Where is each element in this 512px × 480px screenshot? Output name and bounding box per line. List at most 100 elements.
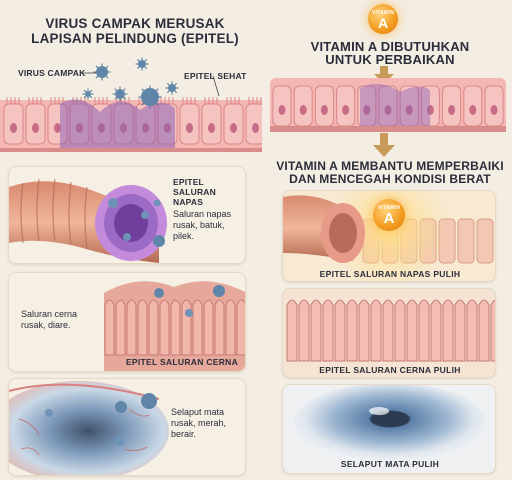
cell-nucleus [363,105,371,115]
right-title-1-line-1: VITAMIN A DIBUTUHKAN [310,39,470,54]
badge-panel-small-text: VITAMIN [377,205,401,211]
intestinal-villus [203,299,214,356]
panel-airway-damaged: EPITEL SALURAN NAPAS Saluran napas rusak… [8,166,246,264]
virus-spike [89,95,93,99]
virus-spike [123,88,126,91]
virus-spike [156,103,159,106]
recovered-airway [283,191,494,281]
virus-spike [114,97,117,100]
cell-nucleus [405,105,413,115]
intestinal-villus [137,299,148,356]
cell-nucleus [278,105,286,115]
cell-nucleus [208,123,215,133]
virus-spike [156,88,159,91]
virus-spike [144,66,147,69]
intestinal-villus [394,299,406,362]
intestinal-villus [192,299,203,356]
intestinal-villus [418,299,430,362]
virus-particle [115,89,125,99]
right-title-1-line-2: UNTUK PERBAIKAN [325,52,455,67]
intestinal-villus [104,299,115,356]
cell-nucleus [230,123,237,133]
intestinal-villus [346,299,358,362]
intestinal-villus [214,299,225,356]
intestinal-villus [170,299,181,356]
cell-nucleus [384,105,392,115]
eye-caption-line-3: berair. [171,429,197,439]
intestinal-villus [181,299,192,356]
airway-caption: Saluran napas rusak, batuk, pilek. [173,209,231,242]
gut-caption: Saluran cerna rusak, diare. [21,309,77,331]
virus-spike [174,90,177,93]
cell-nucleus [448,105,456,115]
intestinal-villus [430,299,442,362]
virus-particle [138,60,146,68]
intestinal-villus [442,299,454,362]
left-title-line-2: LAPISAN PELINDUNG (EPITEL) [31,31,239,46]
intestinal-villus [310,299,322,362]
cell-nucleus [426,105,434,115]
virus-spike [141,103,144,106]
recovered-gut-villi [286,299,495,362]
virus-particle [96,66,108,78]
cell-nucleus [54,123,61,133]
virus-particle [141,88,159,106]
intestinal-villus [466,299,478,362]
left-title: VIRUS CAMPAK MERUSAK LAPISAN PELINDUNG (… [10,16,260,46]
panel-gut-damaged: Saluran cerna rusak, diare. EPITEL SALUR… [8,272,246,372]
virus-particles [82,57,179,109]
intestinal-villus [370,299,382,362]
damaged-eye [9,381,169,475]
virus-spike [114,88,117,91]
intestinal-villus [236,299,245,356]
virus-spike [137,59,140,62]
virus-spike [123,97,126,100]
intestinal-villus [286,299,298,362]
intestinal-villus [115,299,126,356]
healthy-epithelium-label: EPITEL SEHAT [184,71,247,81]
cell-nucleus [252,123,259,133]
virus-spike [137,66,140,69]
airway-heading-line-1: EPITEL [173,177,204,187]
right-title-2-line-2: DAN MENCEGAH KONDISI BERAT [289,172,491,186]
virus-spike [144,59,147,62]
damaged-airway-tube [9,178,167,263]
virus-spike [105,75,109,79]
intestinal-villus [490,299,495,362]
eye-recovered-label: SELAPUT MATA PULIH [340,459,440,469]
cell-nucleus [10,123,17,133]
airway-recovered-label: EPITEL SALURAN NAPAS PULIH [319,269,461,279]
damaged-gut-villi [104,281,245,371]
cell-nucleus [32,123,39,133]
intestinal-villus [382,299,394,362]
virus-particle [85,91,91,97]
virus-spike [167,83,170,86]
airway-heading-line-2: SALURAN [173,187,216,197]
right-title-1: VITAMIN A DIBUTUHKAN UNTUK PERBAIKAN [268,40,512,66]
eye-caption-line-1: Selaput mata [171,407,225,417]
gut-caption-line-2: rusak, diare. [21,320,71,330]
badge-top-letter: A [377,15,389,31]
panel-gut-recovered: EPITEL SALURAN CERNA PULIH [282,288,496,378]
eye-caption: Selaput mata rusak, merah, berair. [171,407,226,440]
intestinal-villus [406,299,418,362]
airway-caption-line-1: Saluran napas [173,209,232,219]
virus-spike [89,89,93,93]
intestinal-villus [159,299,170,356]
virus-spike [83,89,87,93]
right-title-2-line-1: VITAMIN A MEMBANTU MEMPERBAIKI [276,159,504,173]
airway-heading: EPITEL SALURAN NAPAS [173,177,216,207]
panel-eye-damaged: Selaput mata rusak, merah, berair. [8,378,246,476]
vitamin-a-badge-top: VITAMIN A [368,4,398,34]
gut-heading: EPITEL SALURAN CERNA [125,357,239,367]
intestinal-villus [358,299,370,362]
epithelial-cell [476,218,494,264]
cell-nucleus [299,105,307,115]
repairing-epithelium-strip [270,78,506,132]
virus-spike [95,75,99,79]
cell-nucleus [490,105,498,115]
intestinal-villus [478,299,490,362]
vitamin-a-badge-panel: VITAMIN A [373,199,405,231]
gut-recovered-label: EPITEL SALURAN CERNA PULIH [319,365,461,375]
virus-spike [167,90,170,93]
